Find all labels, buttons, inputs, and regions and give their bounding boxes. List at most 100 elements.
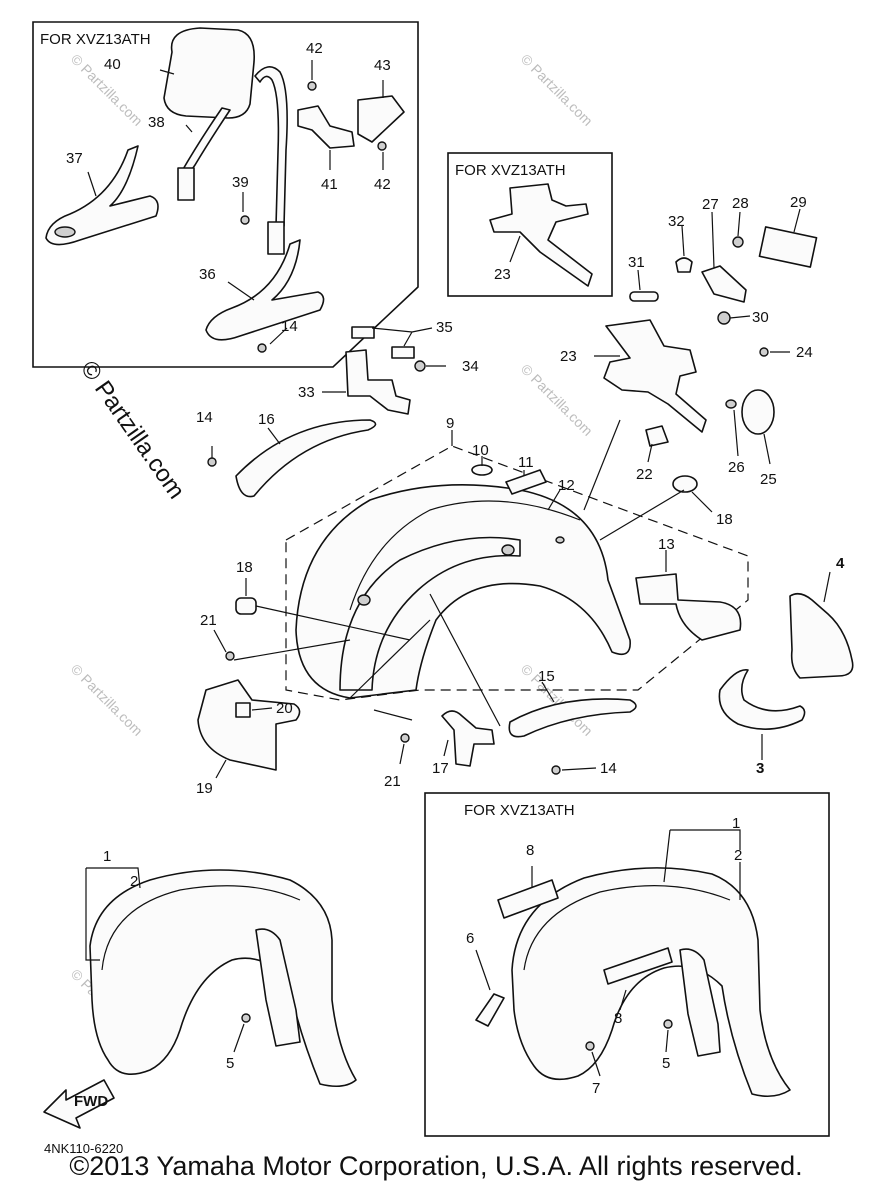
- nut: [717, 311, 731, 325]
- bolt: [732, 236, 744, 248]
- callout-18: 18: [236, 559, 253, 576]
- callout-9: 9: [446, 415, 454, 432]
- callout-7: 7: [592, 1080, 600, 1097]
- tail-cover: [197, 679, 301, 771]
- callout-8: 8: [614, 1010, 622, 1027]
- callout-20: 20: [276, 700, 293, 717]
- callout-24: 24: [796, 344, 813, 361]
- watermark-text: © Partzilla.com: [518, 361, 596, 439]
- washer: [725, 399, 737, 409]
- callout-2: 2: [130, 873, 138, 890]
- license-assembly: 32 27 28 29 31 30 23 24 26 25 22 18: [560, 194, 818, 528]
- bracket-hole: [54, 226, 76, 238]
- callout-32: 32: [668, 213, 685, 230]
- callout-23: 23: [560, 348, 577, 365]
- callout-18: 18: [716, 511, 733, 528]
- callout-22: 22: [636, 466, 653, 483]
- group-frame: [285, 445, 749, 701]
- side-cover: [789, 592, 854, 679]
- fender-stay: [255, 928, 301, 1047]
- callout-19: 19: [196, 780, 213, 797]
- bolt: [400, 733, 410, 743]
- callout-36: 36: [199, 266, 216, 283]
- callout-21: 21: [384, 773, 401, 790]
- fwd-indicator: FWD: [43, 1079, 115, 1129]
- fwd-arrow-icon: [43, 1079, 115, 1129]
- bracket: [475, 993, 505, 1027]
- callout-21: 21: [200, 612, 217, 629]
- callout-29: 29: [790, 194, 807, 211]
- rear-fender-assembly: 35 34 33 16 14 9 10 11 12 13: [196, 319, 854, 797]
- fwd-label: FWD: [74, 1093, 108, 1110]
- callout-26: 26: [728, 459, 745, 476]
- callout-42: 42: [306, 40, 323, 57]
- fender-rail-right: [508, 698, 637, 738]
- mud-flap: [635, 573, 742, 641]
- box-label: FOR XVZ13ATH: [464, 802, 575, 819]
- callout-5: 5: [226, 1055, 234, 1072]
- bolt: [551, 765, 561, 775]
- damper: [391, 346, 415, 359]
- callout-6: 6: [466, 930, 474, 947]
- clip: [645, 425, 669, 447]
- callout-39: 39: [232, 174, 249, 191]
- backrest-pad: [163, 27, 255, 119]
- stay-bracket: [177, 167, 195, 201]
- fender-label: [497, 879, 559, 919]
- callout-3: 3: [756, 760, 764, 777]
- callout-14: 14: [196, 409, 213, 426]
- callout-34: 34: [462, 358, 479, 375]
- bolt: [207, 457, 217, 467]
- reflector: [741, 389, 775, 435]
- damper: [351, 326, 375, 339]
- watermark-text: © Partzilla.com: [518, 51, 596, 129]
- callout-25: 25: [760, 471, 777, 488]
- seat-bracket: [345, 349, 411, 415]
- callout-2: 2: [734, 847, 742, 864]
- bolt: [663, 1019, 673, 1029]
- license-bracket: [489, 183, 593, 287]
- callout-13: 13: [658, 536, 675, 553]
- stay-bracket: [267, 221, 285, 255]
- callout-8: 8: [526, 842, 534, 859]
- bolt: [241, 1013, 251, 1023]
- bolt: [257, 343, 267, 353]
- grommet: [629, 291, 659, 302]
- bolt: [377, 141, 387, 151]
- callout-41: 41: [321, 176, 338, 193]
- label: [505, 469, 547, 495]
- callout-28: 28: [732, 195, 749, 212]
- front-fender-xvz13ath-box: FOR XVZ13ATH 1 8 2 6 8 7 5: [424, 792, 830, 1137]
- diagram-code: 4NK110-6220: [44, 1141, 123, 1156]
- callout-14: 14: [600, 760, 617, 777]
- bolt: [225, 651, 235, 661]
- mount-hole: [357, 594, 371, 606]
- bolt: [585, 1041, 595, 1051]
- callout-4: 4: [836, 555, 845, 572]
- strap-bracket: [441, 710, 495, 767]
- callout-27: 27: [702, 196, 719, 213]
- grommet: [672, 475, 698, 493]
- front-fender: [511, 867, 791, 1098]
- callout-42: 42: [374, 176, 391, 193]
- bolt: [240, 215, 250, 225]
- fender-rail-left: [235, 419, 377, 498]
- partzilla-watermark: © Partzilla.com: [75, 356, 190, 504]
- cap: [675, 257, 693, 273]
- callout-37: 37: [66, 150, 83, 167]
- front-fender: [89, 869, 357, 1088]
- backrest-side-bracket-right: [205, 239, 325, 341]
- backrest-stay: [254, 66, 288, 227]
- callout-33: 33: [298, 384, 315, 401]
- callout-35: 35: [436, 319, 453, 336]
- callout-1: 1: [103, 848, 111, 865]
- bracket-plate: [297, 105, 355, 149]
- front-fender-standard: 1 2 5: [85, 848, 357, 1088]
- fender-emblem: [603, 947, 673, 985]
- fender-inner: [339, 536, 521, 691]
- bolt: [414, 360, 426, 372]
- mount-hole: [501, 544, 515, 556]
- fender-trim: [718, 669, 806, 730]
- grommet: [235, 597, 257, 615]
